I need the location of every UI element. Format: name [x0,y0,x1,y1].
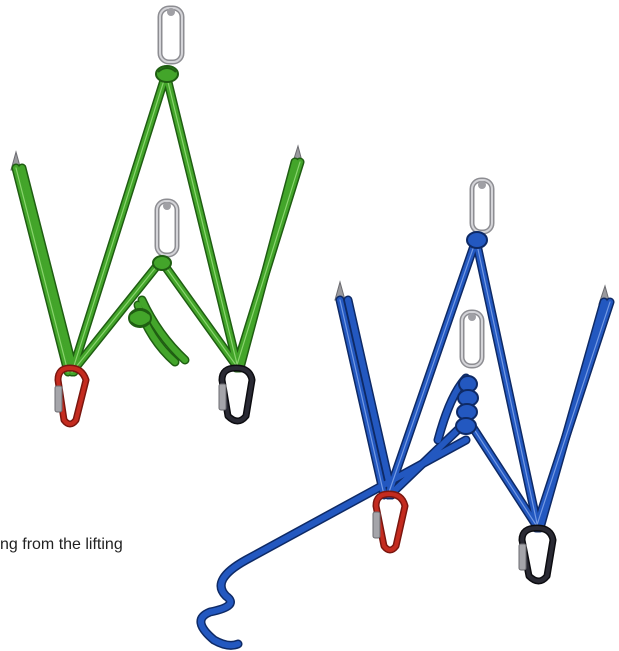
green-rope-strands [11,69,305,377]
tail-knot-green [128,308,152,328]
green-rigging [10,5,305,428]
mid-knot-green [152,255,172,271]
black-carabiner-blue-rig [518,524,557,585]
mid-anchor-carabiner-blue [459,309,485,369]
top-knot-blue [466,231,488,249]
top-anchor-carabiner-blue [469,177,495,235]
caption-text: ng from the lifting [0,536,123,553]
top-knot-green [155,65,179,83]
black-carabiner-green-rig [218,364,256,425]
blue-rope-strands [196,235,615,650]
blue-rigging [196,177,615,650]
red-carabiner-blue-rig [372,490,409,554]
mid-anchor-carabiner-green [154,198,180,258]
coil-knot-blue [455,375,479,435]
top-anchor-carabiner-green [157,5,185,65]
red-carabiner-green-rig [54,364,90,428]
